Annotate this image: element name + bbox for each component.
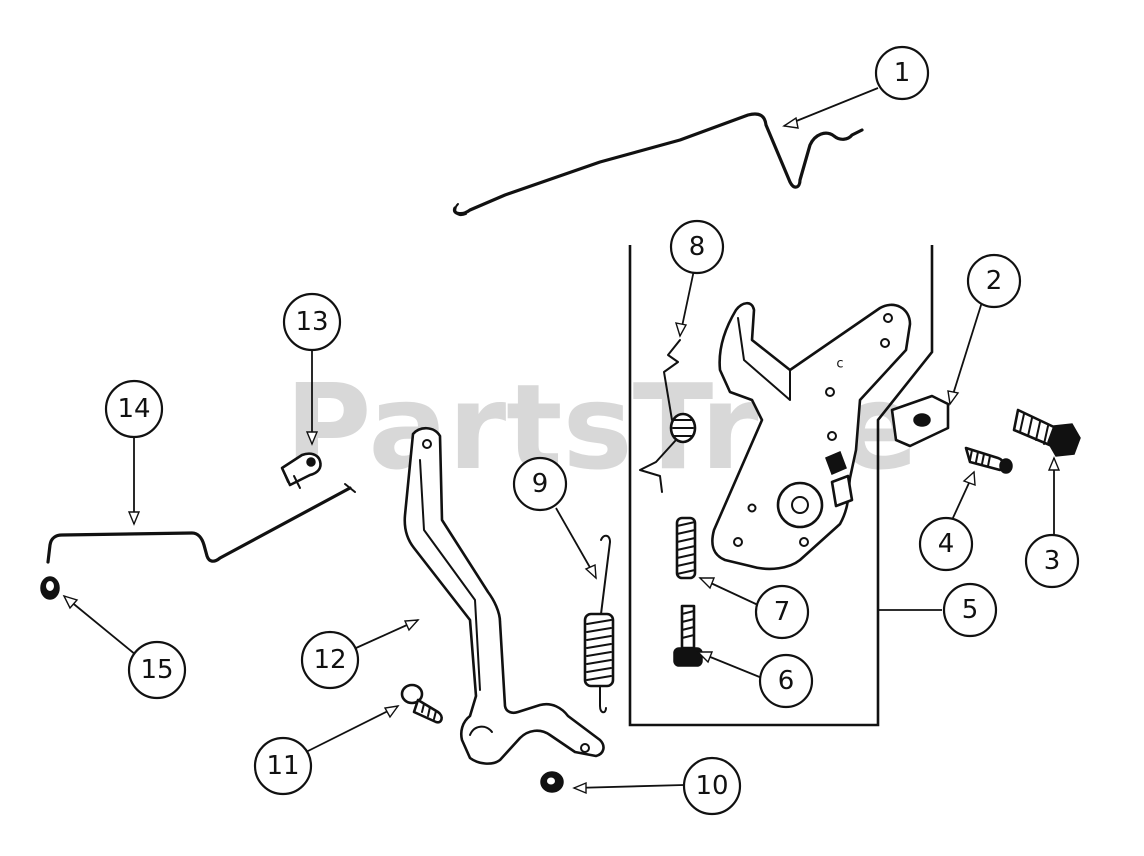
part-4-stud[interactable] [964, 446, 1013, 474]
callout-8[interactable]: 8 [669, 219, 725, 275]
callout-6[interactable]: 6 [758, 653, 814, 709]
callout-13[interactable]: 13 [282, 292, 342, 352]
callout-4[interactable]: 4 [918, 516, 974, 572]
callout-11[interactable]: 11 [253, 736, 313, 796]
part-14-governor-rod[interactable] [46, 483, 356, 564]
callout-label: 7 [774, 597, 791, 627]
callout-2[interactable]: 2 [966, 253, 1022, 309]
callout-label: 14 [117, 394, 150, 424]
part-1-throttle-rod[interactable] [452, 112, 864, 216]
assembly-frame [628, 245, 934, 727]
part-10-nut[interactable] [540, 771, 564, 793]
callout-label: 12 [313, 645, 346, 675]
callout-label: 5 [962, 595, 979, 625]
plate-mark: c [836, 357, 843, 372]
callout-label: 15 [140, 655, 173, 685]
part-2-cable-clamp[interactable] [890, 394, 950, 448]
part-7-compression-spring[interactable] [675, 516, 697, 580]
callout-label: 11 [266, 751, 299, 781]
callout-12[interactable]: 12 [300, 630, 360, 690]
callout-label: 10 [695, 771, 728, 801]
part-12-control-lever[interactable] [403, 426, 605, 765]
callout-5[interactable]: 5 [942, 582, 998, 638]
callout-9[interactable]: 9 [512, 456, 568, 512]
part-13-clip[interactable] [280, 452, 322, 489]
callout-label: 4 [938, 529, 955, 559]
leader-lines [62, 87, 1061, 795]
callout-label: 9 [532, 469, 549, 499]
callout-label: 2 [986, 266, 1003, 296]
part-9-extension-spring[interactable] [583, 534, 615, 714]
callout-label: 1 [894, 58, 911, 88]
part-5-control-bracket[interactable]: c [711, 301, 912, 571]
callout-label: 13 [295, 307, 328, 337]
callout-1[interactable]: 1 [874, 45, 930, 101]
part-11-bolt[interactable] [400, 683, 443, 724]
callout-14[interactable]: 14 [104, 379, 164, 439]
part-15-nut[interactable] [40, 576, 60, 600]
callout-label: 6 [778, 666, 795, 696]
callout-15[interactable]: 15 [127, 640, 187, 700]
part-6-screw[interactable] [673, 604, 703, 667]
part-8-torsion-spring[interactable] [639, 339, 697, 493]
part-3-hex-bolt[interactable] [1012, 408, 1081, 457]
callout-10[interactable]: 10 [682, 756, 742, 816]
callout-7[interactable]: 7 [754, 584, 810, 640]
callout-3[interactable]: 3 [1024, 533, 1080, 589]
callout-label: 3 [1044, 546, 1061, 576]
callout-label: 8 [689, 232, 706, 262]
